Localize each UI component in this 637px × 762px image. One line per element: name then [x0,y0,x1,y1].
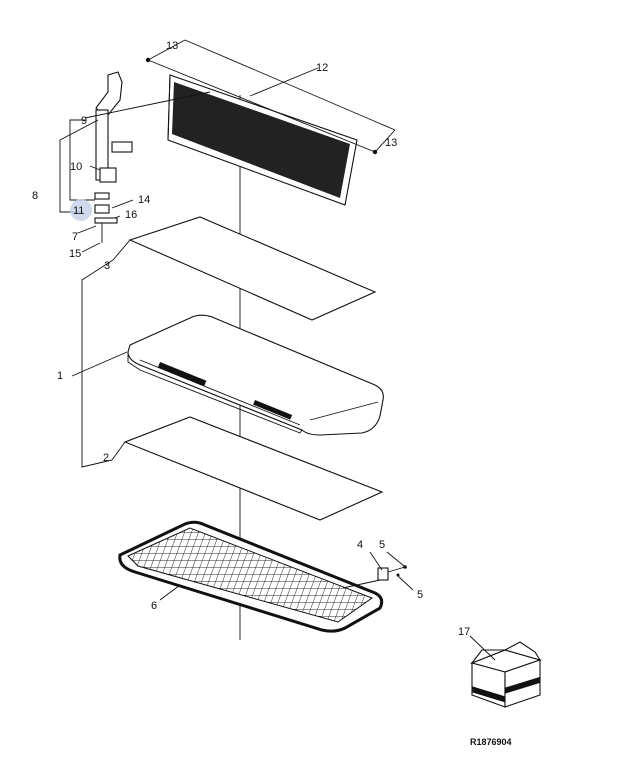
part-13-screws [145,39,396,155]
part-17-package-box [469,635,542,708]
callout-11: 11 [73,205,84,217]
callout-5-bottom: 5 [417,589,423,601]
highlight-circle-11 [70,199,92,221]
part-2-bottom-sheet [123,416,384,521]
leader-lines [159,67,319,601]
callout-13-right: 13 [385,137,397,149]
callout-16: 16 [125,209,137,221]
callout-4: 4 [357,539,363,551]
part-1-main-tray [127,314,384,436]
callout-2: 2 [103,452,109,464]
callout-13-top: 13 [166,40,178,52]
part-6-grid-filter [118,520,384,633]
callout-9: 9 [81,115,87,127]
callout-1: 1 [57,370,63,382]
callout-17: 17 [458,626,470,638]
part-3-top-sheet [128,216,377,321]
part-12-filter-panel [167,74,358,206]
part-4-5-bracket [342,551,414,591]
callout-5-top: 5 [379,539,385,551]
bracket-1-2-3 [71,239,131,468]
reference-code: R1876904 [470,737,512,747]
callout-14: 14 [138,194,150,206]
callout-12: 12 [316,62,328,74]
callout-8: 8 [32,190,38,202]
left-mechanism-parts [59,71,211,253]
callout-10: 10 [70,161,82,173]
callout-15: 15 [69,248,81,260]
callout-3: 3 [104,260,110,272]
callout-6: 6 [151,600,157,612]
callout-7: 7 [72,231,78,243]
